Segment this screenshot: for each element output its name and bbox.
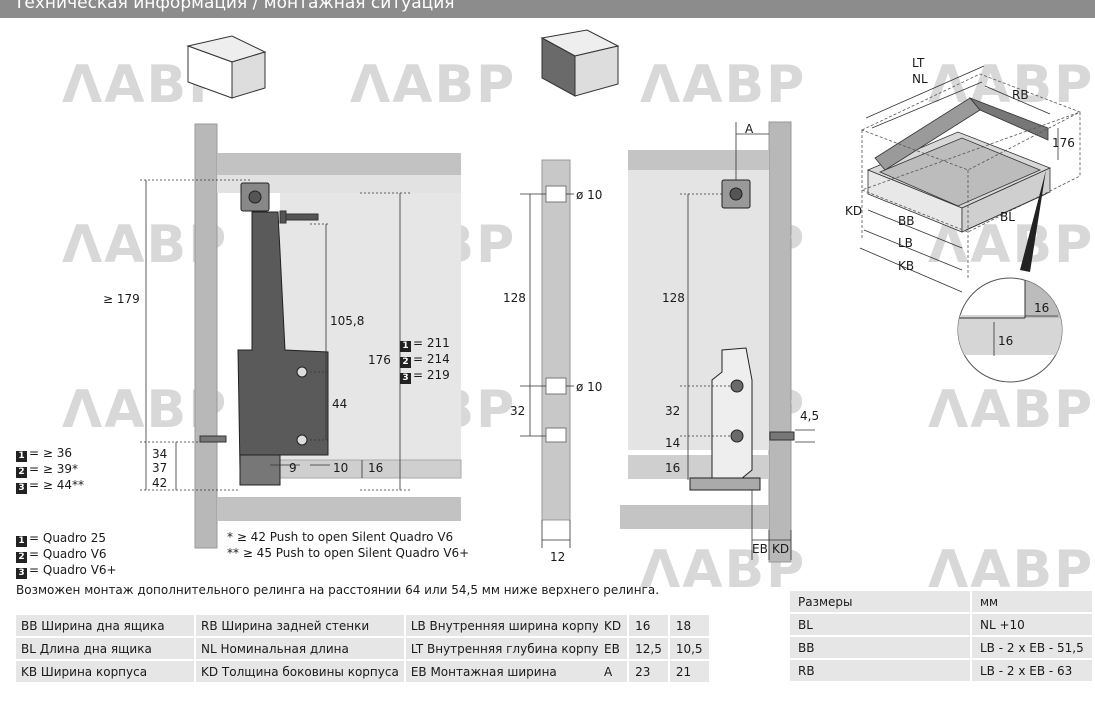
- table-cell: KB Ширина корпуса: [16, 661, 194, 682]
- page-title: Техническая информация / монтажная ситуа…: [14, 0, 455, 13]
- front-panel-section: [541, 159, 571, 521]
- table-cell: NL Номинальная длина: [196, 638, 404, 659]
- detail-dim-16-a: 16: [1034, 301, 1050, 315]
- dim-14: 14: [665, 436, 681, 450]
- dim-16: 16: [368, 461, 384, 475]
- table-cell: LB Внутренняя ширина корпуса: [405, 615, 618, 636]
- dim-4-5: 4,5: [800, 409, 820, 423]
- table-row: KD 16 18: [598, 615, 709, 636]
- dim-128: 128: [662, 291, 685, 305]
- table-row: BB Ширина дна ящика RB Ширина задней сте…: [16, 615, 618, 636]
- table-cell: KD: [598, 615, 628, 636]
- dim-diameter-10-bottom: ø 10: [576, 380, 603, 394]
- table-cell: 21: [669, 661, 709, 682]
- page-header: Техническая информация / монтажная ситуа…: [0, 0, 1095, 18]
- table-cell: RB Ширина задней стенки: [196, 615, 404, 636]
- front-fitting: [689, 179, 761, 491]
- dim-A: A: [745, 122, 754, 136]
- screw-icon: [769, 431, 795, 441]
- dim-105-8: 105,8: [330, 314, 365, 328]
- bottom-panel: [217, 497, 461, 521]
- dim-44: 44: [332, 397, 348, 411]
- dim-34: 34: [152, 447, 168, 461]
- table-cell: A: [598, 661, 628, 682]
- dim-10: 10: [333, 461, 349, 475]
- table-row: RB LB - 2 x EB - 63: [790, 660, 1092, 681]
- dim-179: ≥ 179: [103, 292, 140, 306]
- table-cell: BB: [790, 637, 970, 658]
- table-cell: RB: [790, 660, 970, 681]
- top-panel: [217, 153, 461, 175]
- footnote-1: * ≥ 42 Push to open Silent Quadro V6: [227, 530, 454, 544]
- table-cell: BL: [790, 614, 970, 635]
- screw-icon: [199, 435, 227, 443]
- drawer-front-icon: [540, 29, 620, 97]
- mounting-note: Возможен монтаж дополнительного релинга …: [16, 583, 660, 597]
- dim-LT: LT: [912, 56, 925, 70]
- dim-176: 176: [1052, 136, 1075, 150]
- dim-12: 12: [550, 550, 566, 564]
- abbreviation-table: BB Ширина дна ящика RB Ширина задней сте…: [14, 613, 620, 684]
- table-row: BB LB - 2 x EB - 51,5: [790, 637, 1092, 658]
- table-cell: BB Ширина дна ящика: [16, 615, 194, 636]
- table-row: EB 12,5 10,5: [598, 638, 709, 659]
- dim-32: 32: [510, 404, 526, 418]
- table-header-cell: Размеры: [790, 591, 970, 612]
- table-header-cell: мм: [972, 591, 1092, 612]
- screw-icon: [279, 210, 319, 224]
- dim-NL: NL: [912, 72, 928, 86]
- footnote-2: ** ≥ 45 Push to open Silent Quadro V6+: [227, 546, 470, 560]
- dim-128: 128: [503, 291, 526, 305]
- cabinet-side: [768, 121, 792, 563]
- table-cell: EB Монтажная ширина: [405, 661, 618, 682]
- dim-32: 32: [665, 404, 681, 418]
- legend-mins: 1= ≥ 36 2= ≥ 39* 3= ≥ 44**: [16, 446, 84, 494]
- front-fitting: [237, 182, 329, 486]
- dim-EB: EB: [752, 542, 768, 556]
- dim-KD: KD: [845, 204, 863, 218]
- table-cell: EB: [598, 638, 628, 659]
- size-table: Размеры мм BL NL +10 BB LB - 2 x EB - 51…: [788, 589, 1094, 683]
- dim-9: 9: [289, 461, 297, 475]
- table-cell: NL +10: [972, 614, 1092, 635]
- dim-diameter-10-top: ø 10: [576, 188, 603, 202]
- table-cell: LT Внутренняя глубина корпуса: [405, 638, 618, 659]
- dim-BB: BB: [898, 214, 915, 228]
- table-row: BL Длина дна ящика NL Номинальная длина …: [16, 638, 618, 659]
- detail-circle: [957, 277, 1063, 383]
- table-header-row: Размеры мм: [790, 591, 1092, 612]
- dim-LB: LB: [898, 236, 913, 250]
- dim-RB: RB: [1012, 88, 1029, 102]
- table-cell: BL Длина дна ящика: [16, 638, 194, 659]
- table-row: KB Ширина корпуса KD Толщина боковины ко…: [16, 661, 618, 682]
- table-row: BL NL +10: [790, 614, 1092, 635]
- dim-KD: KD: [772, 542, 790, 556]
- dim-37: 37: [152, 461, 168, 475]
- detail-dim-16-b: 16: [998, 334, 1014, 348]
- table-cell: 10,5: [669, 638, 709, 659]
- cabinet-side: [194, 123, 218, 549]
- legend-models: 1= Quadro 25 2= Quadro V6 3= Quadro V6+: [16, 531, 117, 579]
- dim-BL: BL: [1000, 210, 1015, 224]
- table-cell: 12,5: [629, 638, 668, 659]
- table-cell: 18: [669, 615, 709, 636]
- table-cell: LB - 2 x EB - 63: [972, 660, 1092, 681]
- table-cell: 16: [629, 615, 668, 636]
- dim-42: 42: [152, 476, 168, 490]
- table-cell: LB - 2 x EB - 51,5: [972, 637, 1092, 658]
- dim-176: 176: [368, 353, 391, 367]
- table-row: A 23 21: [598, 661, 709, 682]
- dim-16: 16: [665, 461, 681, 475]
- table-cell: 23: [629, 661, 668, 682]
- drawer-front-icon: [186, 35, 267, 99]
- kd-table: KD 16 18 EB 12,5 10,5 A 23 21: [596, 613, 711, 684]
- dim-KB: KB: [898, 259, 915, 273]
- legend-heights: 1= 211 2= 214 3= 219: [400, 336, 450, 384]
- table-cell: KD Толщина боковины корпуса: [196, 661, 404, 682]
